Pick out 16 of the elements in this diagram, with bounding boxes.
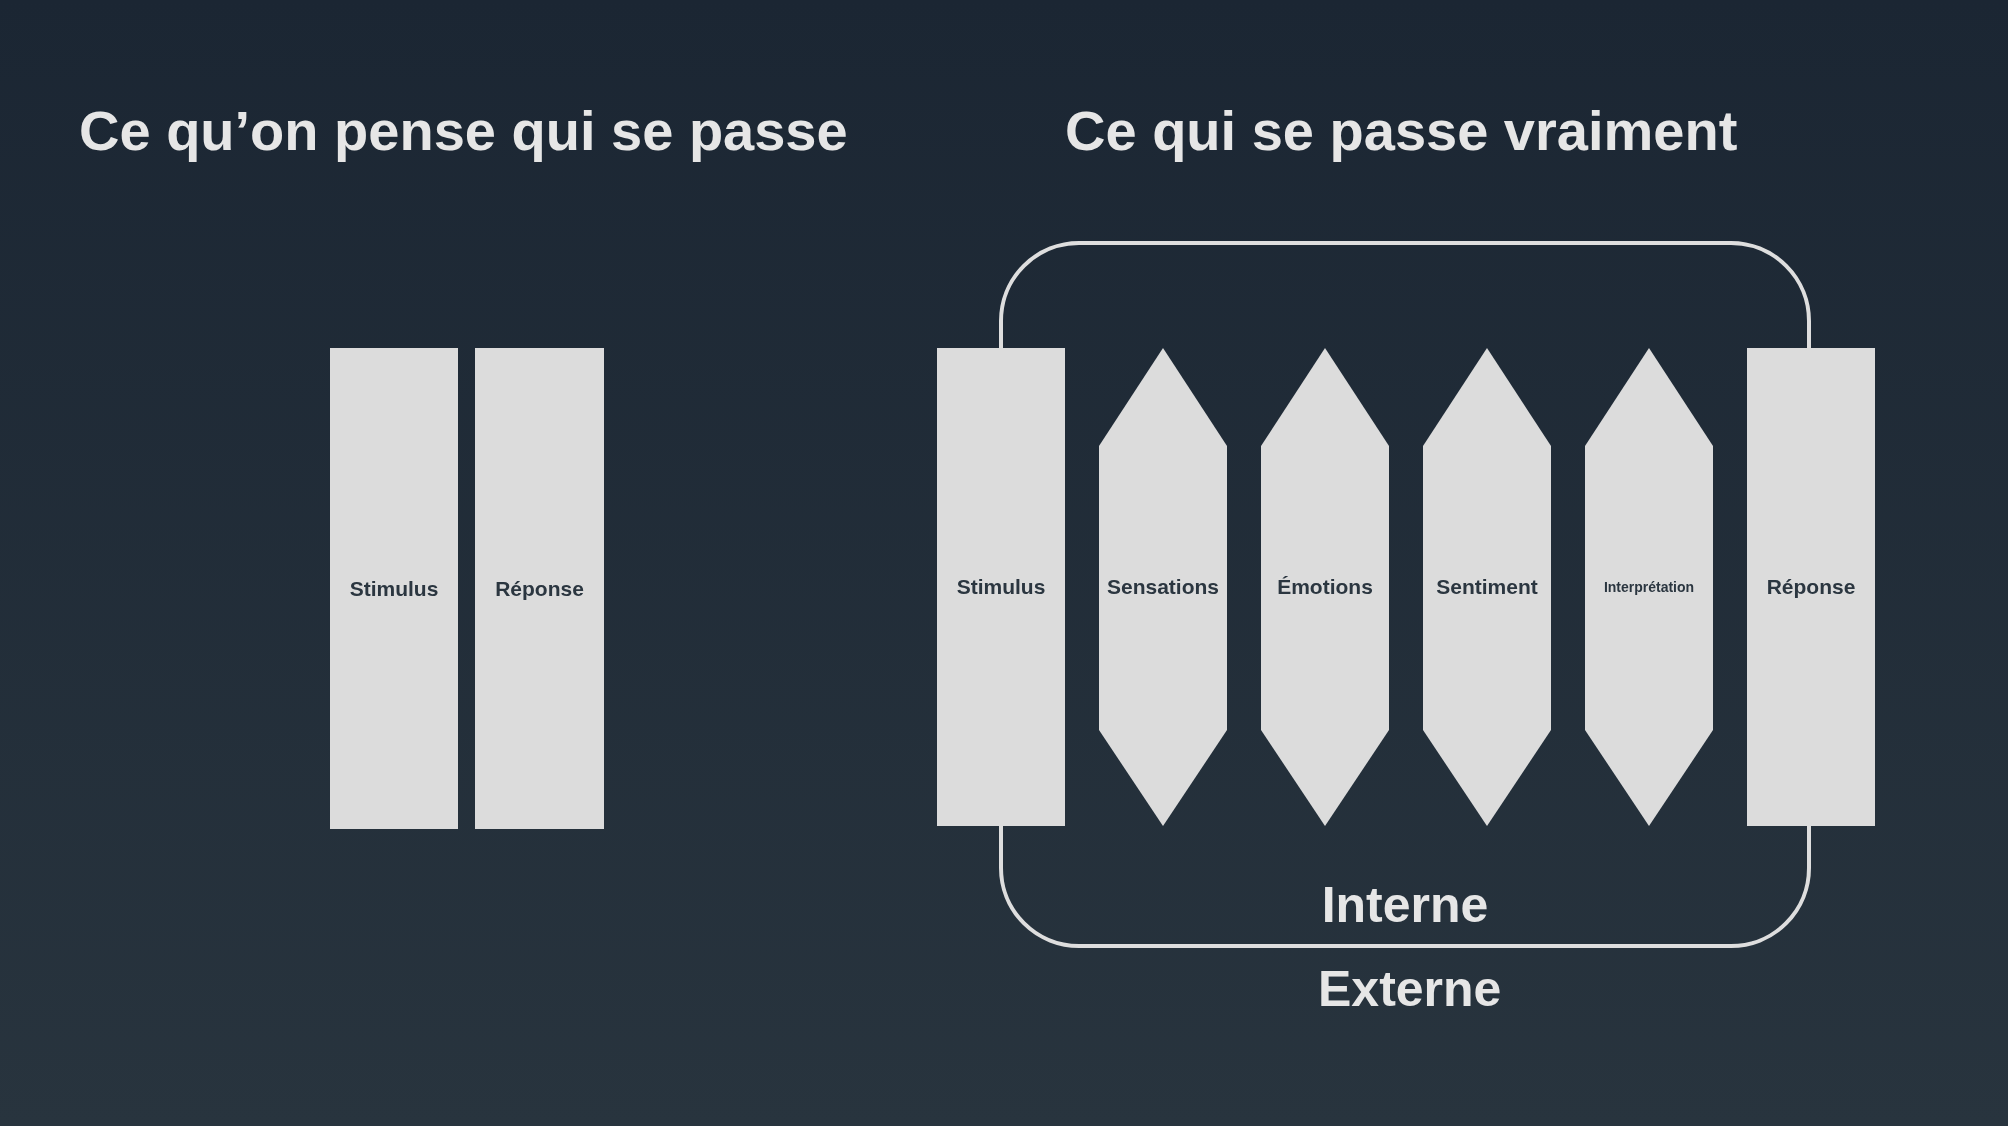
- process-bar: [1747, 348, 1875, 826]
- region-label: Externe: [1318, 960, 1502, 1018]
- process-bar: [937, 348, 1065, 826]
- stage-label: Interprétation: [1603, 579, 1695, 595]
- region-label: Interne: [1321, 876, 1489, 934]
- stage-label: Réponse: [495, 576, 584, 601]
- stage-label: Sentiment: [1436, 575, 1538, 599]
- process-bar: [475, 348, 604, 829]
- stage-label: Sensations: [1106, 575, 1219, 599]
- stage-label: Stimulus: [349, 576, 439, 601]
- heading: Ce qui se passe vraiment: [1065, 100, 1738, 162]
- stage-label: Stimulus: [956, 575, 1046, 599]
- heading: Ce qu’on pense qui se passe: [79, 100, 848, 162]
- stage-label: Émotions: [1277, 575, 1373, 599]
- process-bar: [330, 348, 458, 829]
- stage-label: Réponse: [1766, 575, 1856, 599]
